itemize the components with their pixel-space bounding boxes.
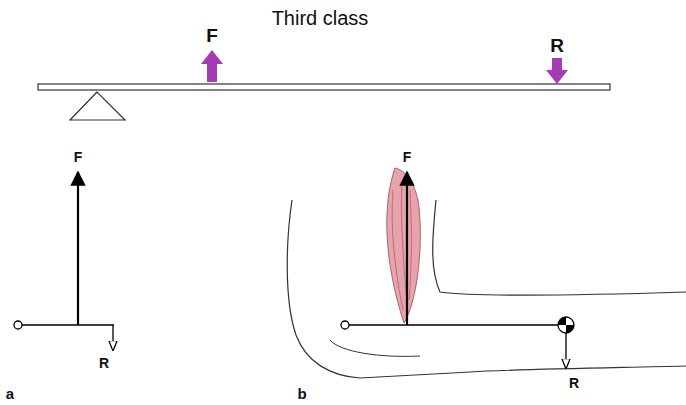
figure-letter: b [297, 386, 306, 401]
force-label: F [206, 26, 218, 45]
muscle-fibres [392, 182, 411, 310]
arm-outline [433, 200, 686, 295]
load-ball [558, 317, 574, 333]
pivot-point [14, 321, 22, 329]
diagram-title: Third class [272, 8, 369, 28]
lever-bar [38, 84, 610, 90]
force-arrow [77, 172, 79, 325]
load-label: R [99, 356, 109, 370]
load-ball [558, 317, 574, 333]
load-arrow [565, 333, 566, 368]
load-label: R [569, 376, 579, 390]
biceps-muscle [387, 168, 421, 323]
arm-outline [287, 200, 686, 378]
effort-arrow [201, 50, 223, 82]
load-label: R [550, 36, 564, 55]
elbow-pivot [341, 321, 349, 329]
fulcrum-triangle [70, 92, 125, 120]
force-label: F [74, 150, 83, 164]
load-arrow [112, 325, 113, 350]
force-label: F [403, 150, 412, 164]
lever-arm [22, 324, 114, 325]
forearm-lever [349, 324, 558, 325]
figure-letter: a [6, 386, 14, 401]
elbow-crease [330, 340, 420, 356]
resistance-arrow [546, 58, 568, 84]
force-arrow [406, 172, 408, 325]
